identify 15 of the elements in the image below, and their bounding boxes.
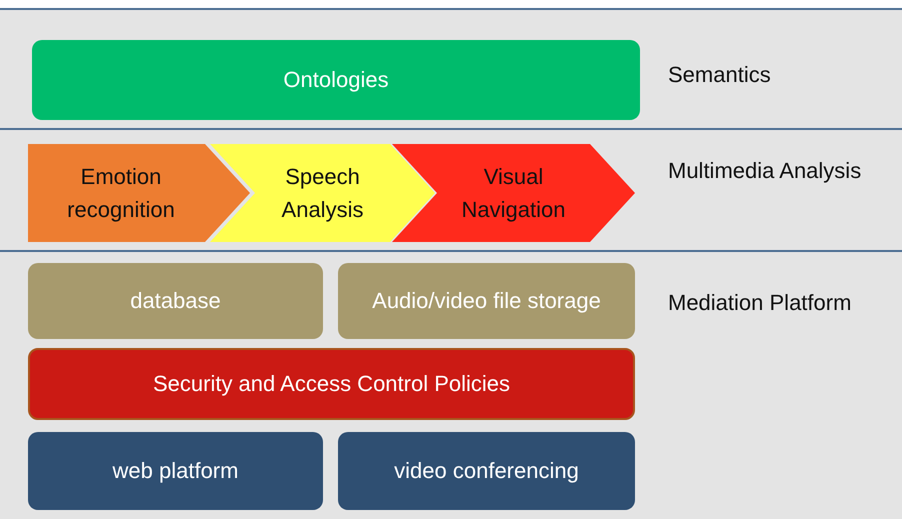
component-box: Security and Access Control Policies xyxy=(28,348,635,420)
component-box: database xyxy=(28,263,323,339)
component-box: Ontologies xyxy=(32,40,640,120)
chevron-step: Speech Analysis xyxy=(210,144,435,242)
chevron-step: Emotion recognition xyxy=(28,144,250,242)
chevron-step: Visual Navigation xyxy=(392,144,635,242)
layer-title: Mediation Platform xyxy=(668,290,852,316)
component-box: video conferencing xyxy=(338,432,635,510)
component-box: Audio/video file storage xyxy=(338,263,635,339)
layer-band xyxy=(0,250,902,519)
layer-title: Multimedia Analysis xyxy=(668,158,862,184)
layer-band xyxy=(0,128,902,252)
layer-band xyxy=(0,8,902,130)
layer-title: Semantics xyxy=(668,62,771,88)
component-box: web platform xyxy=(28,432,323,510)
